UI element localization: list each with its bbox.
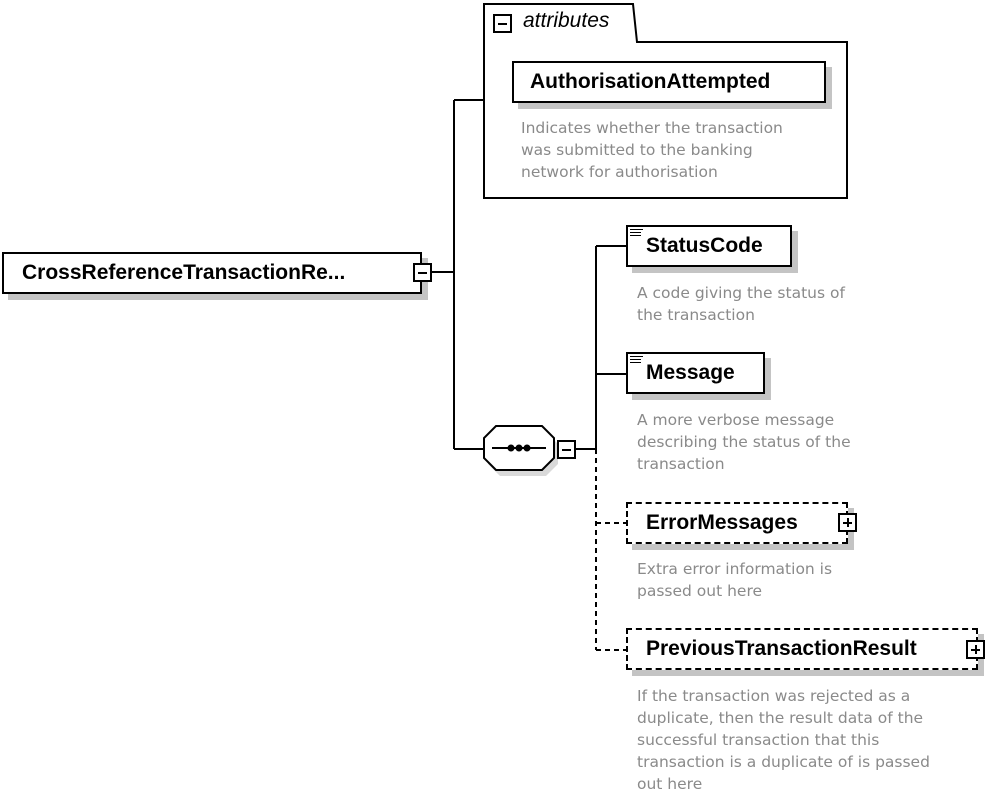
error-messages-expand-button[interactable]	[838, 513, 857, 532]
error-messages-description: Extra error information is passed out he…	[637, 560, 833, 600]
plus-icon-v	[974, 645, 977, 654]
element-label: StatusCode	[646, 234, 763, 257]
root-element-node[interactable]: CrossReferenceTransactionRe...	[2, 252, 422, 294]
element-status-code[interactable]: StatusCode	[626, 225, 792, 267]
minus-icon	[498, 22, 507, 25]
element-label: ErrorMessages	[646, 511, 798, 534]
plus-icon-v	[846, 518, 849, 527]
element-label: Message	[646, 361, 735, 384]
attribute-label: AuthorisationAttempted	[530, 70, 771, 93]
previous-transaction-result-description: If the transaction was rejected as a dup…	[637, 687, 930, 793]
status-code-description: A code giving the status of the transact…	[637, 284, 845, 324]
attribute-description: Indicates whether the transaction was su…	[521, 119, 783, 181]
root-element-label: CrossReferenceTransactionRe...	[22, 261, 346, 284]
sequence-compositor-icon[interactable]	[480, 424, 562, 476]
element-previous-transaction-result[interactable]: PreviousTransactionResult	[626, 628, 978, 670]
root-collapse-button[interactable]	[413, 263, 432, 282]
element-label: PreviousTransactionResult	[646, 637, 917, 660]
simple-type-icon	[630, 356, 643, 366]
minus-icon	[418, 271, 427, 274]
attributes-collapse-button[interactable]	[493, 14, 512, 33]
previous-transaction-result-expand-button[interactable]	[966, 640, 985, 659]
attributes-header: attributes	[523, 9, 610, 32]
element-message[interactable]: Message	[626, 352, 765, 394]
minus-icon	[562, 448, 571, 451]
simple-type-icon	[630, 229, 643, 239]
message-description: A more verbose message describing the st…	[637, 411, 851, 473]
element-error-messages[interactable]: ErrorMessages	[626, 502, 848, 544]
sequence-collapse-button[interactable]	[557, 440, 576, 459]
attribute-authorisation-attempted[interactable]: AuthorisationAttempted	[512, 61, 826, 103]
